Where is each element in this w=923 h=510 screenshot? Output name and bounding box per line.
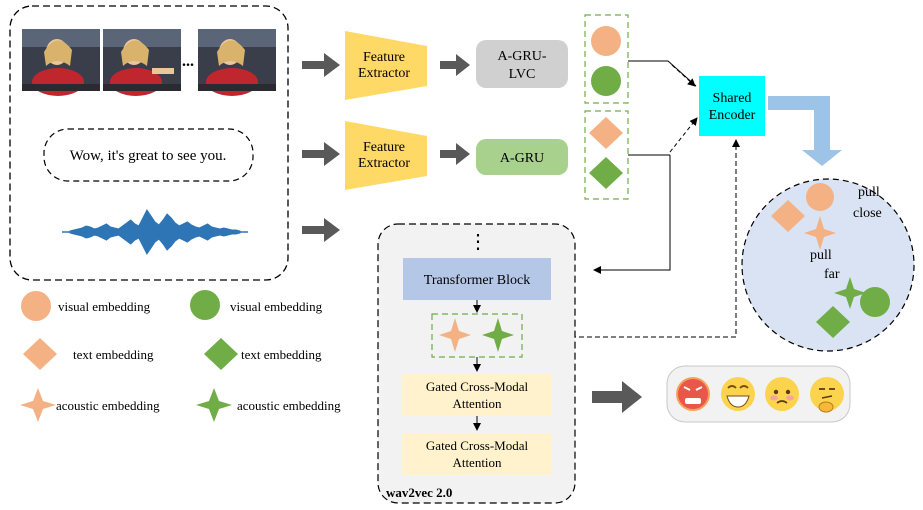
- legend-visual-green-icon: [190, 290, 220, 320]
- video-frame-2: [103, 29, 181, 96]
- emoji-panel: [666, 365, 851, 423]
- gcma-1-line2: Attention: [452, 396, 502, 411]
- speech-waveform-icon: [62, 209, 248, 255]
- visual-embedding-green: [591, 66, 621, 96]
- legend-acoustic-orange-icon: [20, 388, 56, 422]
- acoustic-embedding-green: [482, 318, 514, 352]
- utterance-bubble: [43, 128, 254, 182]
- shared-encoder-box: [699, 76, 765, 136]
- angry-emoji-icon: [676, 377, 710, 411]
- space-text-green: [816, 306, 850, 338]
- visual-embedding-orange: [591, 26, 621, 56]
- pull-close-line2: close: [853, 206, 882, 221]
- pull-close-line1: pull: [858, 185, 880, 200]
- input-arrow-text: [302, 142, 340, 166]
- encoder-to-transformer-line: [593, 155, 671, 274]
- gated-cross-modal-attention-2: [402, 433, 552, 475]
- a-gru-box: [476, 139, 568, 175]
- pull-far-line2: far: [824, 267, 840, 282]
- feature-extractor-text-line1: Feature: [363, 140, 405, 155]
- text-embedding-orange: [589, 117, 623, 149]
- extractor-arrow-text: [440, 143, 470, 165]
- wav2vec-title: wav2vec 2.0: [386, 485, 452, 500]
- text-embedding-group: [584, 110, 629, 200]
- legend-text-orange-icon: [23, 338, 57, 370]
- space-acoustic-green: [834, 277, 866, 309]
- input-arrow-video: [302, 53, 340, 77]
- legend-acoustic-green-icon: [196, 388, 232, 422]
- pull-far-line1: pull: [810, 248, 832, 263]
- feature-extractor-visual-line1: Feature: [363, 50, 405, 65]
- thinking-emoji-icon: [810, 377, 844, 413]
- video-frame-3: [198, 29, 276, 96]
- visual-connector: [628, 60, 697, 87]
- shared-encoder-line2: Encoder: [709, 108, 756, 123]
- frames-ellipsis: ...: [182, 53, 194, 70]
- encoder-to-space-arrow: [768, 96, 842, 166]
- input-panel: [9, 5, 289, 281]
- text-embedding-green: [589, 157, 623, 189]
- feature-extractor-text: [345, 121, 427, 190]
- a-gru-lvc-line2: LVC: [509, 67, 536, 82]
- feature-extractor-text-line2: Extractor: [358, 156, 410, 171]
- a-gru-lvc-line1: A-GRU-: [498, 49, 547, 64]
- utterance-text: Wow, it's great to see you.: [70, 148, 227, 164]
- legend-text-green-icon: [204, 338, 238, 370]
- extractor-arrow-visual: [440, 54, 470, 76]
- acoustic-to-encoder-line: [523, 139, 740, 338]
- shared-encoder-line1: Shared: [713, 91, 752, 106]
- space-visual-orange: [806, 183, 834, 211]
- legend-visual-orange: visual embedding: [58, 299, 151, 314]
- legend-text-green: text embedding: [241, 347, 322, 362]
- a-gru-label: A-GRU: [500, 151, 544, 166]
- legend-text-orange: text embedding: [73, 347, 154, 362]
- space-text-orange: [771, 200, 805, 232]
- feature-extractor-visual-line2: Extractor: [358, 66, 410, 81]
- legend-visual-orange-icon: [21, 291, 51, 321]
- legend-acoustic-green: acoustic embedding: [237, 398, 341, 413]
- transformer-block-label: Transformer Block: [424, 273, 530, 288]
- space-visual-green: [860, 287, 890, 317]
- wav2vec-dots: ⋮: [468, 231, 488, 253]
- legend-acoustic-orange: acoustic embedding: [56, 398, 160, 413]
- grinning-emoji-icon: [721, 377, 755, 411]
- gated-cross-modal-attention-1: [402, 374, 552, 416]
- output-arrow: [592, 381, 642, 413]
- legend-visual-green: visual embedding: [230, 299, 323, 314]
- feature-extractor-visual: [345, 31, 427, 100]
- a-gru-lvc-box: [476, 40, 568, 88]
- visual-embedding-group: [584, 14, 629, 104]
- gcma-2-line1: Gated Cross-Modal: [426, 438, 529, 453]
- input-arrow-audio: [302, 218, 340, 242]
- acoustic-embedding-group: [431, 313, 523, 358]
- acoustic-embedding-orange: [439, 318, 471, 352]
- video-frame-1: [22, 29, 100, 96]
- gcma-1-line1: Gated Cross-Modal: [426, 379, 529, 394]
- sad-emoji-icon: [765, 377, 799, 411]
- space-acoustic-orange: [804, 216, 836, 250]
- transformer-block: [403, 258, 551, 300]
- gcma-2-line2: Attention: [452, 455, 502, 470]
